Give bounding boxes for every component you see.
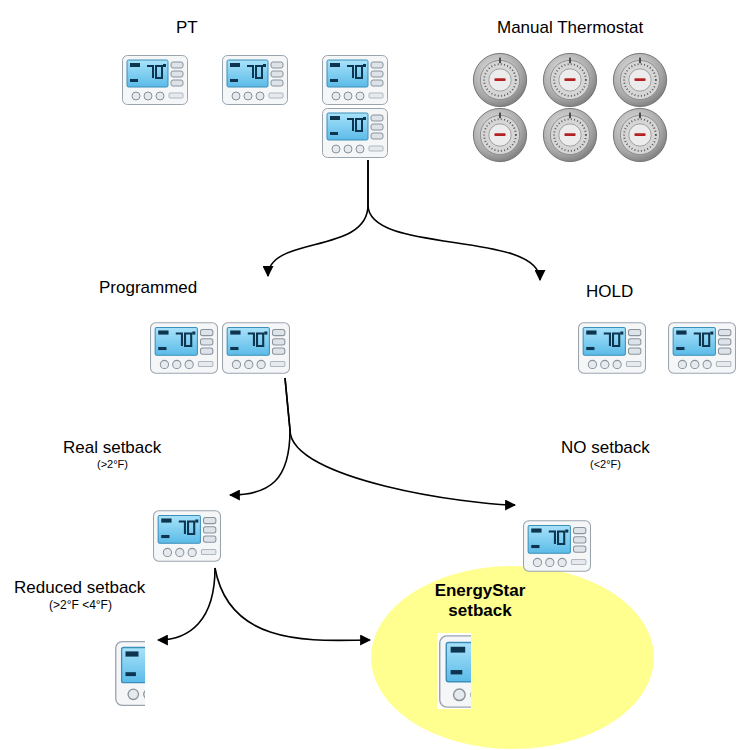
- threshold-note: (>2°F <4°F): [49, 598, 112, 612]
- programmable-thermostat: [669, 323, 736, 373]
- manual-thermostat: [473, 53, 526, 106]
- group-label: Real setback: [63, 438, 161, 458]
- group-label: Programmed: [99, 278, 197, 298]
- manual-thermostat: [613, 108, 666, 161]
- programmable-thermostat: [524, 521, 591, 571]
- branch-arrow: [158, 568, 215, 640]
- group-label: Reduced setback: [14, 578, 145, 598]
- threshold-note: (<2°F): [590, 458, 621, 471]
- threshold-note: (>2°F): [97, 458, 128, 471]
- group-label: Manual Thermostat: [497, 18, 643, 38]
- group-label: NO setback: [561, 438, 650, 458]
- group-label: HOLD: [586, 282, 633, 302]
- group-label: EnergyStar setback: [428, 581, 532, 622]
- programmable-thermostat: [123, 56, 188, 105]
- branch-arrow: [215, 568, 370, 640]
- programmable-thermostat: [323, 109, 388, 158]
- highlight-ellipse: EnergyStar setback: [370, 565, 655, 750]
- programmable-thermostat: [154, 511, 221, 561]
- manual-thermostat: [613, 53, 666, 106]
- manual-thermostat: [543, 108, 596, 161]
- branch-arrow: [285, 378, 515, 505]
- cropped-thermostat: [113, 640, 200, 706]
- programmable-thermostat: [223, 56, 288, 105]
- manual-thermostat: [543, 53, 596, 106]
- programmable-thermostat: [116, 642, 201, 706]
- programmable-thermostat: [223, 323, 290, 373]
- branch-arrow: [368, 160, 540, 280]
- branch-arrow: [230, 378, 290, 495]
- programmable-thermostat: [579, 323, 646, 373]
- programmable-thermostat: [323, 56, 388, 105]
- branch-arrow: [268, 160, 368, 276]
- group-label: PT: [176, 18, 198, 38]
- programmable-thermostat: [151, 323, 218, 373]
- manual-thermostat: [473, 108, 526, 161]
- highlight-fill: [371, 566, 654, 749]
